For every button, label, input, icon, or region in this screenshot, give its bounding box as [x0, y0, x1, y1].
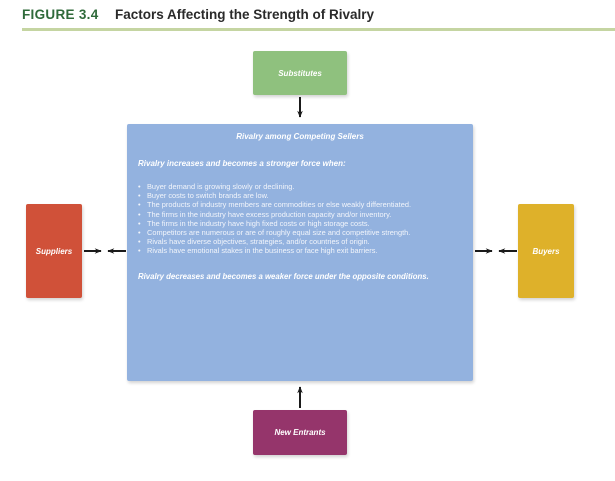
bullet-icon: •	[138, 218, 141, 228]
substitutes-label: Substitutes	[278, 68, 322, 78]
rivalry-title: Rivalry among Competing Sellers	[236, 132, 364, 141]
rivalry-condition-text: Rivals have emotional stakes in the busi…	[147, 246, 378, 256]
rivalry-increases-heading: Rivalry increases and becomes a stronger…	[138, 159, 346, 168]
rivalry-condition-item: • Rivals have diverse objectives, strateg…	[138, 237, 473, 246]
rivalry-condition-text: The firms in the industry have excess pr…	[147, 209, 392, 219]
rivalry-condition-text: Rivals have diverse objectives, strategi…	[147, 237, 370, 247]
substitutes-box: Substitutes	[253, 51, 347, 95]
suppliers-box: Suppliers	[26, 204, 82, 298]
rivalry-condition-text: Competitors are numerous or are of rough…	[147, 228, 411, 238]
header-rule	[22, 28, 615, 31]
rivalry-condition-item: • Buyer demand is growing slowly or decli…	[138, 182, 473, 191]
bullet-icon: •	[138, 246, 141, 256]
new-entrants-box: New Entrants	[253, 410, 347, 455]
buyers-label: Buyers	[532, 246, 560, 256]
rivalry-condition-item: • The products of industry members are co…	[138, 200, 473, 209]
figure-number: FIGURE 3.4	[22, 7, 99, 22]
rivalry-conditions-list: • Buyer demand is growing slowly or decli…	[138, 182, 473, 256]
suppliers-label: Suppliers	[35, 246, 73, 256]
rivalry-condition-item: • The firms in the industry have excess p…	[138, 210, 473, 219]
figure-title: Factors Affecting the Strength of Rivalr…	[114, 7, 375, 22]
rivalry-condition-text: Buyer costs to switch brands are low.	[147, 191, 269, 201]
bullet-icon: •	[138, 182, 141, 191]
figure-header: FIGURE 3.4 Factors Affecting the Strengt…	[22, 6, 374, 26]
rivalry-decreases-note: Rivalry decreases and becomes a weaker f…	[138, 271, 429, 281]
rivalry-condition-text: The products of industry members are com…	[147, 200, 411, 210]
bullet-icon: •	[138, 209, 141, 219]
bullet-icon: •	[138, 200, 141, 210]
rivalry-box: Rivalry among Competing Sellers Rivalry …	[127, 124, 473, 381]
rivalry-condition-item: • The firms in the industry have high fix…	[138, 219, 473, 228]
buyers-box: Buyers	[518, 204, 574, 298]
rivalry-condition-item: • Competitors are numerous or are of roug…	[138, 228, 473, 237]
bullet-icon: •	[138, 228, 141, 238]
new-entrants-label: New Entrants	[274, 428, 326, 437]
bullet-icon: •	[138, 191, 141, 201]
rivalry-condition-text: The firms in the industry have high fixe…	[147, 218, 370, 228]
bullet-icon: •	[138, 237, 141, 247]
rivalry-condition-item: • Rivals have emotional stakes in the bus…	[138, 246, 473, 255]
rivalry-condition-text: Buyer demand is growing slowly or declin…	[147, 182, 295, 191]
rivalry-condition-item: • Buyer costs to switch brands are low.	[138, 191, 473, 200]
